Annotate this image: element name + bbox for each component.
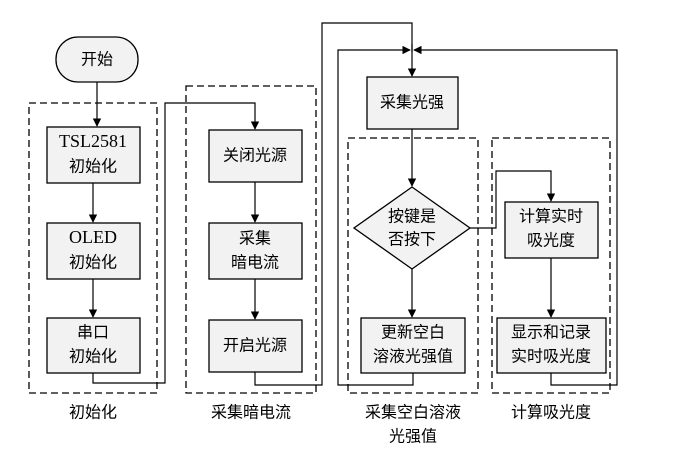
display-record-box bbox=[496, 317, 607, 374]
oled-init-box bbox=[46, 222, 141, 280]
collect-dark-label-2: 暗电流 bbox=[231, 253, 279, 272]
collect-dark-box bbox=[208, 222, 303, 280]
display-record-label-2: 实时吸光度 bbox=[511, 347, 591, 366]
update-blank-box bbox=[360, 317, 466, 374]
group-dark-current-frame bbox=[185, 85, 317, 394]
group-blank-solution-frame bbox=[347, 137, 479, 394]
update-blank-label-1: 更新空白 bbox=[381, 323, 445, 342]
serial-init-box bbox=[46, 317, 141, 374]
oled-init-label-2: 初始化 bbox=[69, 253, 117, 272]
tsl2581-init-box bbox=[46, 126, 141, 184]
calc-absorbance-label-2: 吸光度 bbox=[527, 231, 575, 250]
tsl2581-init-label-2: 初始化 bbox=[69, 157, 117, 176]
start-label: 开始 bbox=[81, 50, 113, 69]
key-decision-label-2: 否按下 bbox=[388, 230, 436, 249]
oled-init-label-1: OLED bbox=[69, 227, 117, 247]
collect-dark-label-1: 采集 bbox=[239, 229, 271, 248]
key-decision-label-1: 按键是 bbox=[388, 207, 436, 226]
collect-light-box bbox=[366, 76, 459, 130]
group-calc-caption: 计算吸光度 bbox=[511, 403, 591, 422]
arrow-decision-to-calc bbox=[470, 170, 556, 229]
update-blank-label-2: 溶液光强值 bbox=[373, 347, 453, 366]
light-on-box bbox=[208, 319, 303, 373]
serial-init-label-1: 串口 bbox=[77, 323, 109, 342]
light-on-label: 开启光源 bbox=[223, 336, 287, 355]
serial-init-label-2: 初始化 bbox=[69, 347, 117, 366]
line-lighton-to-junction bbox=[254, 22, 413, 386]
collect-light-label: 采集光强 bbox=[380, 93, 444, 112]
group-blank-caption-2: 光强值 bbox=[389, 427, 437, 446]
display-record-label-1: 显示和记录 bbox=[511, 323, 591, 342]
group-init-caption: 初始化 bbox=[69, 403, 117, 422]
arrow-serial-to-lightoff bbox=[92, 102, 260, 384]
light-off-label: 关闭光源 bbox=[223, 146, 287, 165]
arrow-update-to-junction bbox=[337, 45, 414, 386]
calc-absorbance-label-1: 计算实时 bbox=[519, 207, 583, 226]
group-blank-caption-1: 采集空白溶液 bbox=[365, 403, 461, 422]
group-dark-caption: 采集暗电流 bbox=[211, 403, 291, 422]
tsl2581-init-label-1: TSL2581 bbox=[59, 131, 127, 151]
key-pressed-decision bbox=[352, 186, 472, 270]
group-absorbance-frame bbox=[491, 137, 611, 394]
arrow-display-to-junction bbox=[413, 45, 618, 386]
